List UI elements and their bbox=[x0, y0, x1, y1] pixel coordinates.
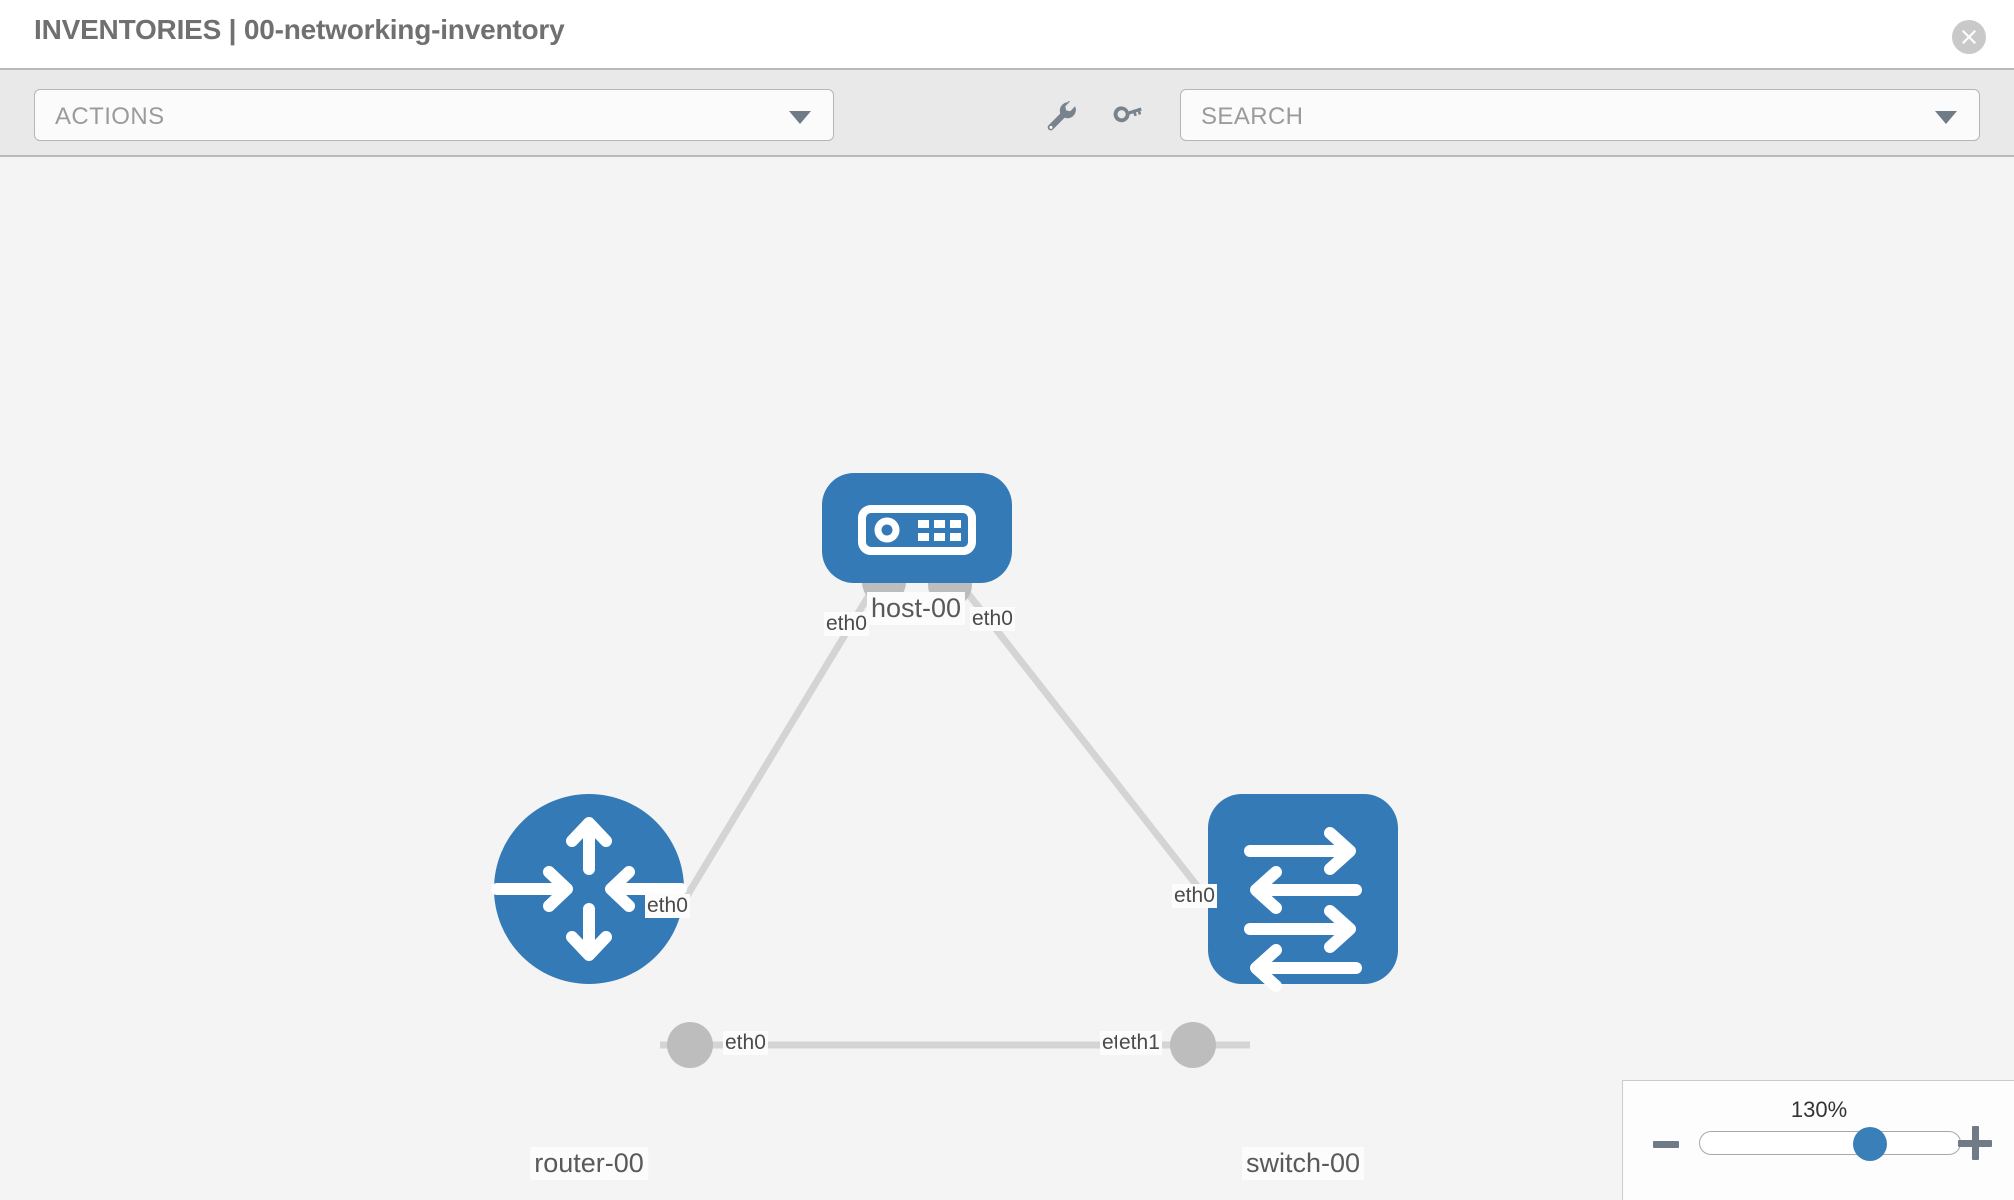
close-icon[interactable] bbox=[1952, 20, 1986, 54]
minus-icon[interactable] bbox=[1653, 1141, 1679, 1148]
link-host00-router00 bbox=[647, 575, 883, 959]
server-icon bbox=[858, 505, 976, 555]
port-connector bbox=[667, 1022, 713, 1068]
node-label-switch-00: switch-00 bbox=[1241, 1147, 1365, 1180]
port-label: eth0 bbox=[970, 607, 1015, 631]
port-label: eth0 bbox=[824, 612, 869, 636]
plus-icon[interactable] bbox=[1958, 1126, 1992, 1160]
topology-graph bbox=[491, 473, 1398, 1068]
port-label: eth0 bbox=[645, 894, 690, 918]
node-router-00 bbox=[491, 794, 687, 984]
port-connector bbox=[1170, 1022, 1216, 1068]
search-input[interactable]: SEARCH bbox=[1180, 89, 1980, 141]
page-header: INVENTORIES | 00-networking-inventory bbox=[0, 0, 2014, 68]
switch-arrows-icon bbox=[1244, 827, 1362, 992]
actions-dropdown[interactable]: ACTIONS bbox=[34, 89, 834, 141]
node-label-router-00: router-00 bbox=[530, 1147, 648, 1180]
port-label: eth1 bbox=[1117, 1031, 1162, 1055]
page-title: INVENTORIES | 00-networking-inventory bbox=[34, 14, 565, 45]
topology-links bbox=[647, 574, 1250, 1049]
wrench-icon[interactable] bbox=[1040, 95, 1082, 137]
zoom-slider-thumb[interactable] bbox=[1852, 1127, 1887, 1161]
node-label-host-00: host-00 bbox=[866, 592, 966, 625]
chevron-down-icon[interactable] bbox=[1935, 111, 1957, 124]
chevron-down-icon bbox=[789, 111, 811, 124]
topology-ports bbox=[667, 560, 1255, 1068]
port-label: eth0 bbox=[1172, 884, 1217, 908]
node-host-00-shape bbox=[822, 473, 1012, 583]
zoom-control: 130% bbox=[1622, 1080, 2014, 1200]
router-arrows-icon bbox=[491, 817, 687, 961]
node-host-00 bbox=[822, 473, 1012, 583]
zoom-slider[interactable] bbox=[1699, 1127, 1961, 1161]
actions-dropdown-label: ACTIONS bbox=[55, 103, 165, 130]
zoom-percent-label: 130% bbox=[1790, 1097, 1848, 1122]
node-router-00-shape bbox=[494, 794, 684, 984]
topology-canvas[interactable]: host-00 router-00 switch-00 eth0 eth0 et… bbox=[0, 157, 2014, 1200]
port-label: eth0 bbox=[723, 1031, 768, 1055]
node-switch-00 bbox=[1208, 794, 1398, 992]
key-icon[interactable] bbox=[1106, 95, 1148, 137]
search-placeholder: SEARCH bbox=[1201, 103, 1304, 130]
toolbar: ACTIONS SEARCH bbox=[0, 68, 2014, 157]
